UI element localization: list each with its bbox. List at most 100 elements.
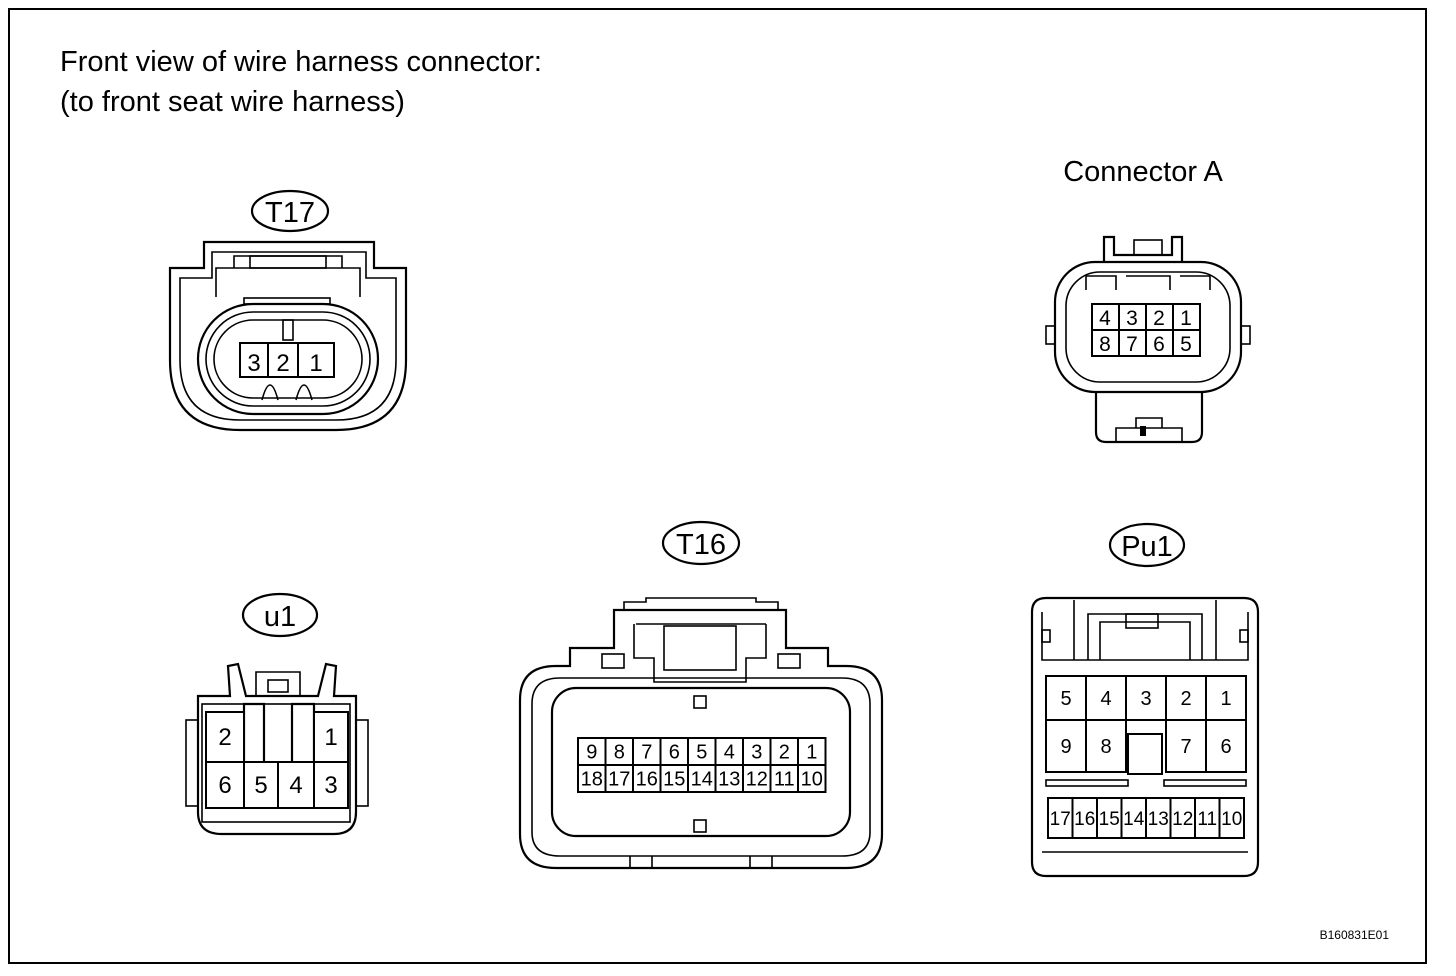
pu1-pin-label: 11 [1197,809,1217,830]
u1-pin-label: 4 [289,772,302,799]
t17-key-notch [282,319,294,341]
t16-pin-label: 11 [774,769,795,791]
t17-pin-label: 3 [247,350,260,377]
pu1-pin [1071,797,1098,839]
t16-housing-inner [531,677,871,857]
pu1-pin-label: 6 [1220,736,1231,758]
connector-a-side-tab [1240,325,1251,345]
t16-pin-label: 18 [581,769,603,791]
t16-pin-label: 14 [691,769,713,791]
connector-a-pin-label: 2 [1153,307,1165,330]
pu1-pin [1218,797,1245,839]
u1-pin [205,711,245,763]
u1-side-rib [185,719,199,807]
connector-a-inner-latch [1085,275,1211,290]
pu1-pin-label: 3 [1140,688,1151,710]
t16-pin-label: 9 [586,742,597,764]
t17-latch [215,255,361,297]
t16-pin-label: 5 [696,742,707,764]
pu1-pin [1205,719,1247,773]
pu1-pin-label: 1 [1220,688,1231,710]
t16-pin-label: 7 [641,742,652,764]
pu1-pin-label: 12 [1172,809,1193,830]
connector-a-bottom-latch [1094,392,1204,444]
t17-label: T17 [265,197,315,229]
u1-side-rib [355,719,369,807]
pu1-key [1127,733,1163,775]
u1-pin-label: 1 [324,724,337,751]
t16-pin [604,764,634,793]
pu1-pin-label: 5 [1060,688,1071,710]
u1-housing [196,662,358,836]
connector-a-side-tab [1045,325,1056,345]
u1-pin-label: 2 [218,724,231,751]
pu1-upper-pins: 5 4 3 2 1 9 8 7 6 [1045,675,1247,775]
connector-a-pin-label: 8 [1099,333,1111,356]
connector-a-label: Connector A [1063,156,1223,188]
connector-a-housing-inner [1065,271,1231,383]
t16-pin-label: 6 [669,742,680,764]
figure-code: B160831E01 [1319,928,1389,942]
t16-pin [687,764,717,793]
pu1-pin-label: 2 [1180,688,1191,710]
t17-wire-lobes [261,384,313,401]
connector-a-pin-label: 6 [1153,333,1165,356]
pu1-divider-bar [1163,779,1247,787]
pu1-side-notch [1041,629,1051,643]
t16-pin-label: 17 [608,769,630,791]
pu1-pin-label: 10 [1221,809,1242,830]
u1-pin [243,761,279,809]
pu1-pin [1096,797,1123,839]
pu1-pin-label: 4 [1100,688,1111,710]
connector-a-pin-grid: 4 3 2 1 8 7 6 5 [1091,303,1201,357]
t16-side-slot [777,653,801,669]
t16-top-lock [623,597,779,625]
t17-housing-inner [179,251,397,421]
t17-label-oval [250,189,330,233]
t16-pin-label: 8 [614,742,625,764]
connector-a-pin-label: 7 [1126,333,1138,356]
pu1-label-oval [1108,522,1186,568]
t17-latch-slot [249,255,327,269]
connector-a-bottom-detail [1115,417,1183,442]
pu1-pin-label: 16 [1074,809,1095,830]
u1-center-latch [250,671,306,697]
t16-side-slot [601,653,625,669]
pu1-pin [1165,719,1207,773]
pu1-pin-label: 14 [1123,809,1145,830]
pu1-pin-label: 8 [1100,736,1111,758]
t16-key-top [693,695,707,709]
pu1-label: Pu1 [1121,531,1173,563]
connector-a-pin [1091,329,1120,357]
t16-pin-label: 16 [636,769,658,791]
t16-pin [714,764,744,793]
t16-pin-label: 10 [801,769,823,791]
pu1-pin-label: 15 [1099,809,1120,830]
u1-pin-label: 5 [254,772,267,799]
connector-a-pin [1172,329,1201,357]
pu1-pin [1085,719,1127,773]
connector-a-pin-label: 1 [1180,307,1192,330]
u1-inner-frame [201,703,351,823]
u1-pin-label: 3 [324,772,337,799]
u1-pin [277,761,315,809]
t17-key-top [243,297,331,305]
t16-cavity [550,686,852,838]
connector-t17: T17 3 2 1 [168,189,408,432]
t16-pin-label: 12 [746,769,768,791]
t16-pin-label: 15 [663,769,685,791]
t16-lock-window [663,625,737,671]
pu1-pin-label: 7 [1180,736,1191,758]
u1-label-oval [241,592,319,638]
pu1-pin [1145,797,1172,839]
t16-pin-label: 1 [806,742,817,764]
connector-u1: u1 2 1 6 5 4 3 [185,592,369,836]
pu1-pin-label: 17 [1050,809,1071,830]
pu1-divider-bar [1045,779,1129,787]
connector-pu1: Pu1 5 4 3 2 1 9 8 7 6 [1030,522,1260,878]
t17-housing-outer [168,240,408,432]
connector-a-pin [1091,303,1120,331]
